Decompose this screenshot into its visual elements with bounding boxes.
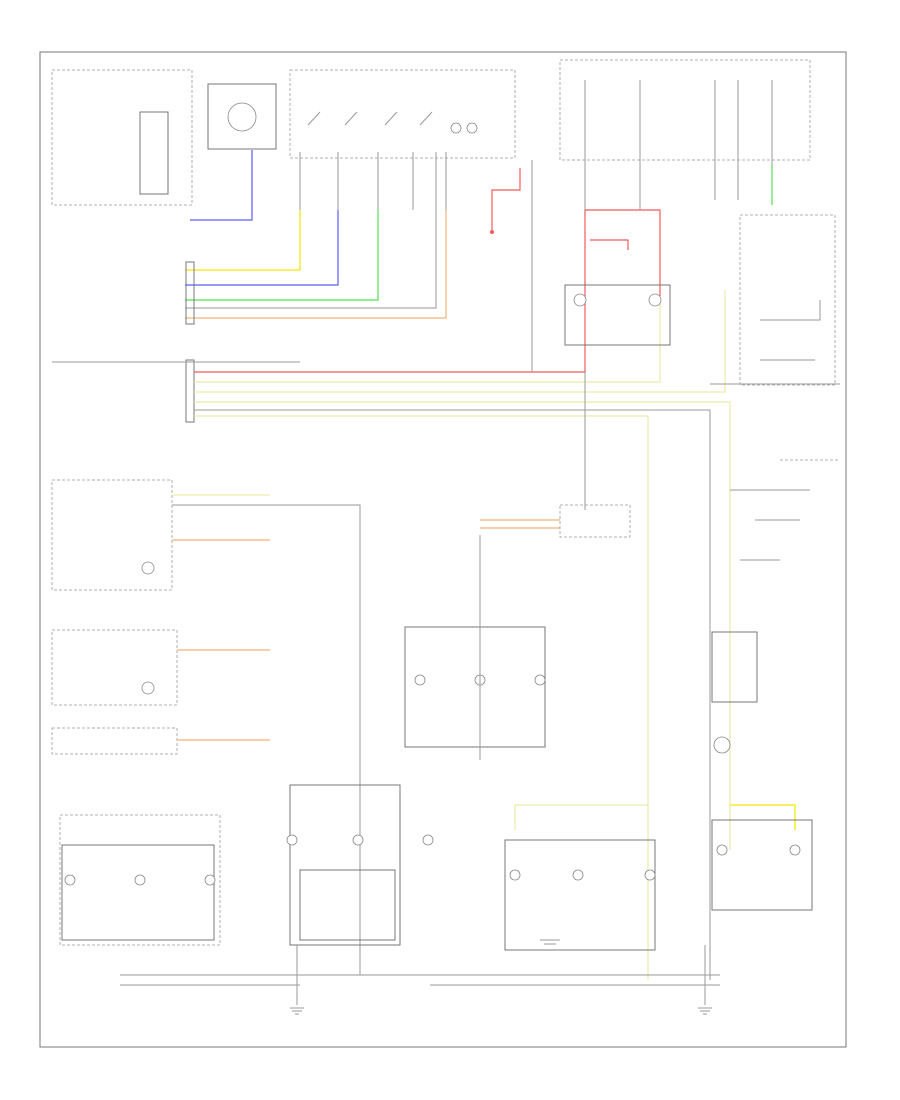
traction-hazard-switches xyxy=(286,784,434,946)
input-wires xyxy=(185,150,447,319)
ground-bus xyxy=(120,939,720,1015)
wire-yellow xyxy=(185,210,301,271)
input-connector xyxy=(185,261,195,325)
instrument-cluster xyxy=(51,479,361,975)
fuse-junction xyxy=(490,230,494,234)
dimmer-switch xyxy=(739,214,836,386)
wire-pale-yellow-2 xyxy=(194,290,726,393)
lower-lamp-group xyxy=(504,804,656,951)
front-passenger-lamps xyxy=(59,814,221,946)
wire-blue-top xyxy=(190,150,253,221)
fuse-relay-block xyxy=(559,59,811,346)
wire-orange xyxy=(185,210,447,319)
wire-blue xyxy=(185,210,339,286)
wire-pale-yellow-1 xyxy=(194,300,661,383)
wire-gray-panel xyxy=(194,409,711,980)
main-bus xyxy=(52,209,840,980)
wire-green xyxy=(185,210,379,301)
center-lamp-group xyxy=(404,535,546,760)
brake-switch-module xyxy=(51,69,447,210)
center-serial-connector xyxy=(480,372,631,538)
lower-serial-data xyxy=(51,727,270,755)
wire-red-battery xyxy=(194,209,661,373)
wire-pale-yellow-4 xyxy=(194,415,649,980)
wire-gray xyxy=(185,210,437,309)
right-modules xyxy=(711,459,840,911)
wire-pale-yellow-3 xyxy=(194,401,731,850)
hvac-module xyxy=(51,629,270,706)
diagram-border xyxy=(39,51,847,1048)
switch-bank xyxy=(289,69,516,159)
wire-red-fuse xyxy=(491,168,521,230)
